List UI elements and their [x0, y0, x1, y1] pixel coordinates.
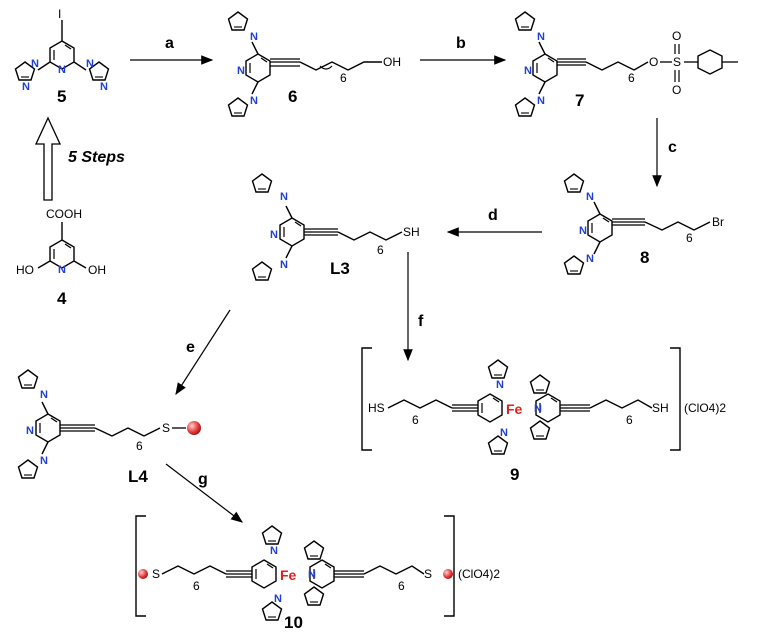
hydroxyl-label: OH [383, 55, 401, 69]
n-atom: N [22, 81, 30, 93]
n-atom: N [534, 403, 542, 415]
sulfonyl-oxygen: O [672, 29, 681, 43]
thioether-s: S [152, 567, 160, 581]
bromo-label: Br [712, 215, 724, 229]
iodo-label: I [58, 7, 61, 21]
step-d-label: d [488, 207, 498, 224]
chain-repeat-count: 6 [412, 413, 419, 427]
compound-5-label: 5 [57, 87, 66, 106]
n-atom: N [280, 191, 288, 203]
n-atom: N [274, 593, 282, 605]
oh-label: OH [88, 263, 106, 277]
compound-4: COOH N HO OH 4 [16, 207, 106, 308]
arrow-g [165, 463, 243, 523]
compound-8: N N N 6 Br 8 [563, 173, 724, 275]
complex-9-label: 9 [510, 465, 519, 484]
hs-label: HS [368, 401, 385, 415]
gold-bead-icon [443, 569, 453, 579]
n-atom: N [537, 95, 545, 107]
sulfur-atom: S [673, 55, 681, 69]
pyridine-n: N [237, 65, 245, 77]
thiol-label: SH [403, 225, 420, 239]
compound-8-label: 8 [640, 248, 649, 267]
gold-bead-icon [138, 569, 148, 579]
perchlorate-label: (ClO4)2 [684, 401, 726, 415]
n-atom: N [250, 95, 258, 107]
chain-repeat-count: 6 [193, 579, 200, 593]
gold-bead-icon [187, 421, 201, 435]
pyridine-n: N [58, 64, 66, 76]
pyridine-n: N [579, 225, 587, 237]
iron-center: Fe [506, 401, 523, 417]
step-a-label: a [165, 35, 174, 52]
perchlorate-label: (ClO4)2 [458, 567, 500, 581]
n-atom: N [308, 569, 316, 581]
cooh-label: COOH [46, 207, 82, 221]
thioether-s: S [424, 567, 432, 581]
pyridine-n: N [58, 264, 66, 276]
chain-repeat-count: 6 [136, 439, 143, 453]
pyridine-n: N [524, 65, 532, 77]
complex-10-label: 10 [284, 613, 303, 632]
ho-label: HO [16, 263, 34, 277]
five-steps-label: 5 Steps [68, 149, 125, 166]
chain-repeat-count: 6 [398, 579, 405, 593]
five-steps-arrow [34, 116, 62, 201]
compound-L4: N N N 6 S L4 [17, 369, 201, 486]
n-atom: N [270, 545, 278, 557]
compound-7-label: 7 [575, 91, 584, 110]
n-atom: N [86, 58, 94, 70]
pyridine-n: N [26, 425, 34, 437]
sulfonyl-oxygen: O [672, 83, 681, 97]
step-c-label: c [668, 139, 677, 156]
chain-repeat-count: 6 [628, 71, 635, 85]
compound-L4-label: L4 [128, 467, 148, 486]
compound-6-label: 6 [288, 87, 297, 106]
n-atom: N [100, 81, 108, 93]
chain-repeat-count: 6 [377, 243, 384, 257]
chain-repeat-count: 6 [626, 413, 633, 427]
compound-L3-label: L3 [330, 259, 350, 278]
chain-repeat-count: 6 [686, 231, 693, 245]
complex-10: S 6 N N N Fe 6 S (ClO4)2 10 [135, 515, 500, 632]
complex-9: HS 6 N N N Fe 6 SH (ClO4)2 9 [361, 347, 726, 484]
pyridine-n: N [270, 229, 278, 241]
n-atom: N [586, 253, 594, 265]
n-atom: N [40, 455, 48, 467]
step-f-label: f [418, 313, 424, 330]
step-e-label: e [186, 339, 195, 356]
thioether-s: S [162, 421, 170, 435]
n-atom: N [31, 58, 39, 70]
n-atom: N [586, 191, 594, 203]
n-atom: N [537, 31, 545, 43]
step-b-label: b [456, 35, 466, 52]
n-atom: N [280, 259, 288, 271]
arrow-e [175, 309, 231, 396]
compound-7: N N N 6 O S O O 7 [514, 11, 738, 117]
compound-6: N N N 6 OH 6 [227, 11, 401, 117]
compound-5: I N N N N N 5 [14, 7, 110, 106]
chain-repeat-count: 6 [340, 71, 347, 85]
n-atom: N [496, 379, 504, 391]
sh-label: SH [652, 401, 669, 415]
compound-L3: N N N 6 SH L3 [251, 173, 420, 281]
compound-4-label: 4 [57, 289, 67, 308]
n-atom: N [500, 427, 508, 439]
n-atom: N [40, 389, 48, 401]
step-g-label: g [198, 471, 208, 488]
ester-oxygen: O [649, 55, 658, 69]
n-atom: N [250, 31, 258, 43]
iron-center: Fe [280, 567, 297, 583]
